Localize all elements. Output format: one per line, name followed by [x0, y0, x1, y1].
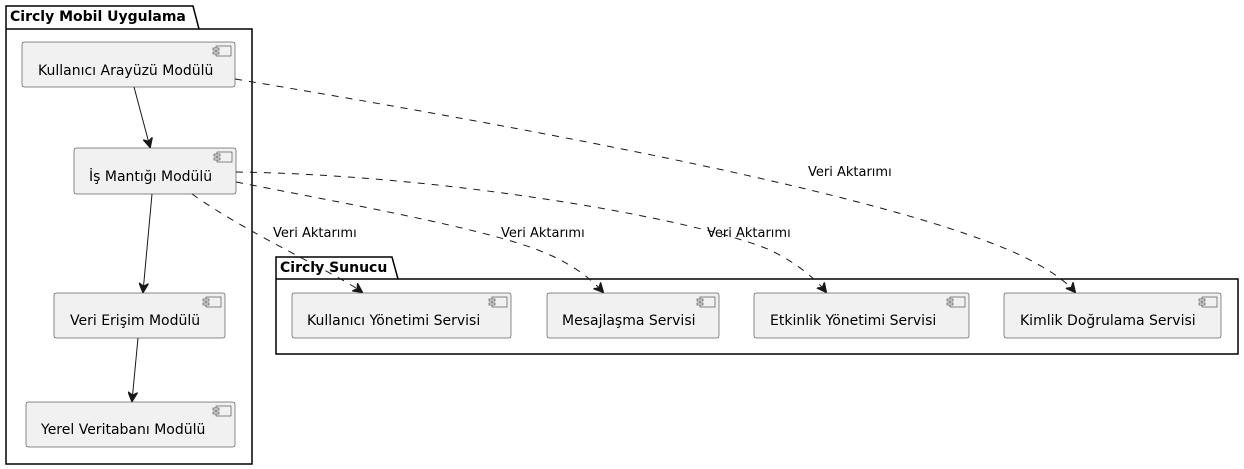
component-messaging-service[interactable]: Mesajlaşma Servisi — [546, 292, 720, 339]
edge-logic-to-data-access — [143, 193, 153, 292]
component-user-management-service[interactable]: Kullanıcı Yönetimi Servisi — [291, 292, 512, 339]
component-ui-module-label: Kullanıcı Arayüzü Modülü — [38, 63, 213, 79]
component-local-db-module[interactable]: Yerel Veritabanı Modülü — [25, 401, 236, 448]
component-local-db-module-label: Yerel Veritabanı Modülü — [40, 422, 205, 438]
component-icon — [202, 296, 222, 308]
component-icon — [488, 296, 508, 308]
edge-logic-to-messaging-label: Veri Aktarımı — [501, 226, 585, 241]
component-icon — [213, 151, 233, 163]
component-icon — [946, 296, 966, 308]
component-icon — [212, 45, 232, 57]
package-server: Circly Sunucu — [275, 256, 1239, 355]
component-icon — [212, 405, 232, 417]
component-icon — [696, 296, 716, 308]
package-server-title: Circly Sunucu — [280, 260, 387, 276]
component-ui-module[interactable]: Kullanıcı Arayüzü Modülü — [21, 41, 236, 88]
edge-logic-to-messaging — [235, 181, 603, 292]
edge-logic-to-events — [235, 171, 826, 292]
package-mobile-app: Circly Mobil Uygulama — [5, 5, 253, 465]
edge-ui-to-auth-label: Veri Aktarımı — [808, 165, 892, 180]
component-auth-service[interactable]: Kimlik Doğrulama Servisi — [1003, 292, 1222, 339]
edge-data-access-to-local-db — [132, 337, 139, 401]
component-logic-module[interactable]: İş Mantığı Modülü — [73, 147, 237, 195]
edge-logic-to-events-label: Veri Aktarımı — [707, 226, 791, 241]
component-logic-module-label: İş Mantığı Modülü — [89, 167, 212, 185]
edge-logic-to-user-management — [191, 193, 362, 292]
component-user-management-service-label: Kullanıcı Yönetimi Servisi — [307, 313, 480, 329]
edge-ui-to-auth — [234, 78, 1075, 292]
component-data-access-module[interactable]: Veri Erişim Modülü — [53, 292, 226, 339]
component-messaging-service-label: Mesajlaşma Servisi — [562, 313, 696, 329]
component-event-management-service[interactable]: Etkinlik Yönetimi Servisi — [753, 292, 970, 339]
component-event-management-service-label: Etkinlik Yönetimi Servisi — [770, 313, 936, 329]
edge-logic-to-user-management-label: Veri Aktarımı — [273, 226, 357, 241]
component-auth-service-label: Kimlik Doğrulama Servisi — [1020, 313, 1196, 329]
edge-ui-to-logic — [133, 86, 150, 147]
package-mobile-app-title: Circly Mobil Uygulama — [10, 9, 186, 25]
component-icon — [1198, 296, 1218, 308]
component-data-access-module-label: Veri Erişim Modülü — [70, 313, 200, 329]
